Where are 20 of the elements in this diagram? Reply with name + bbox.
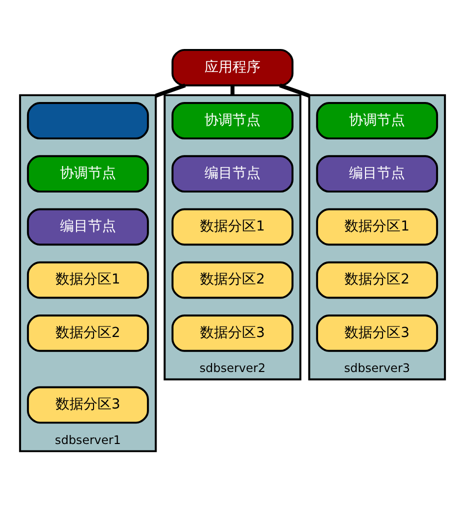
node-box: 数据分区1 [26,261,149,299]
node-box: 协调节点 [26,155,149,193]
node-box: 编目节点 [26,208,149,246]
connector [230,85,234,96]
node-box: 协调节点 [172,102,294,140]
connector [279,84,310,98]
node-box: 数据分区1 [172,208,294,246]
node-box: 编目节点 [316,155,438,193]
node-box: 应用程序 [172,48,294,86]
node-box: 数据分区2 [316,261,438,299]
node-box: 数据分区3 [316,314,438,352]
node-box: 数据分区1 [316,208,438,246]
node-box: 数据分区2 [172,261,294,299]
node-box: 编目节点 [172,155,294,193]
node-box: 数据分区3 [172,314,294,352]
connector [155,84,186,98]
node-box [26,102,149,140]
node-box: 协调节点 [316,102,438,140]
node-box: 数据分区2 [26,314,149,352]
node-box: 数据分区3 [26,386,149,424]
